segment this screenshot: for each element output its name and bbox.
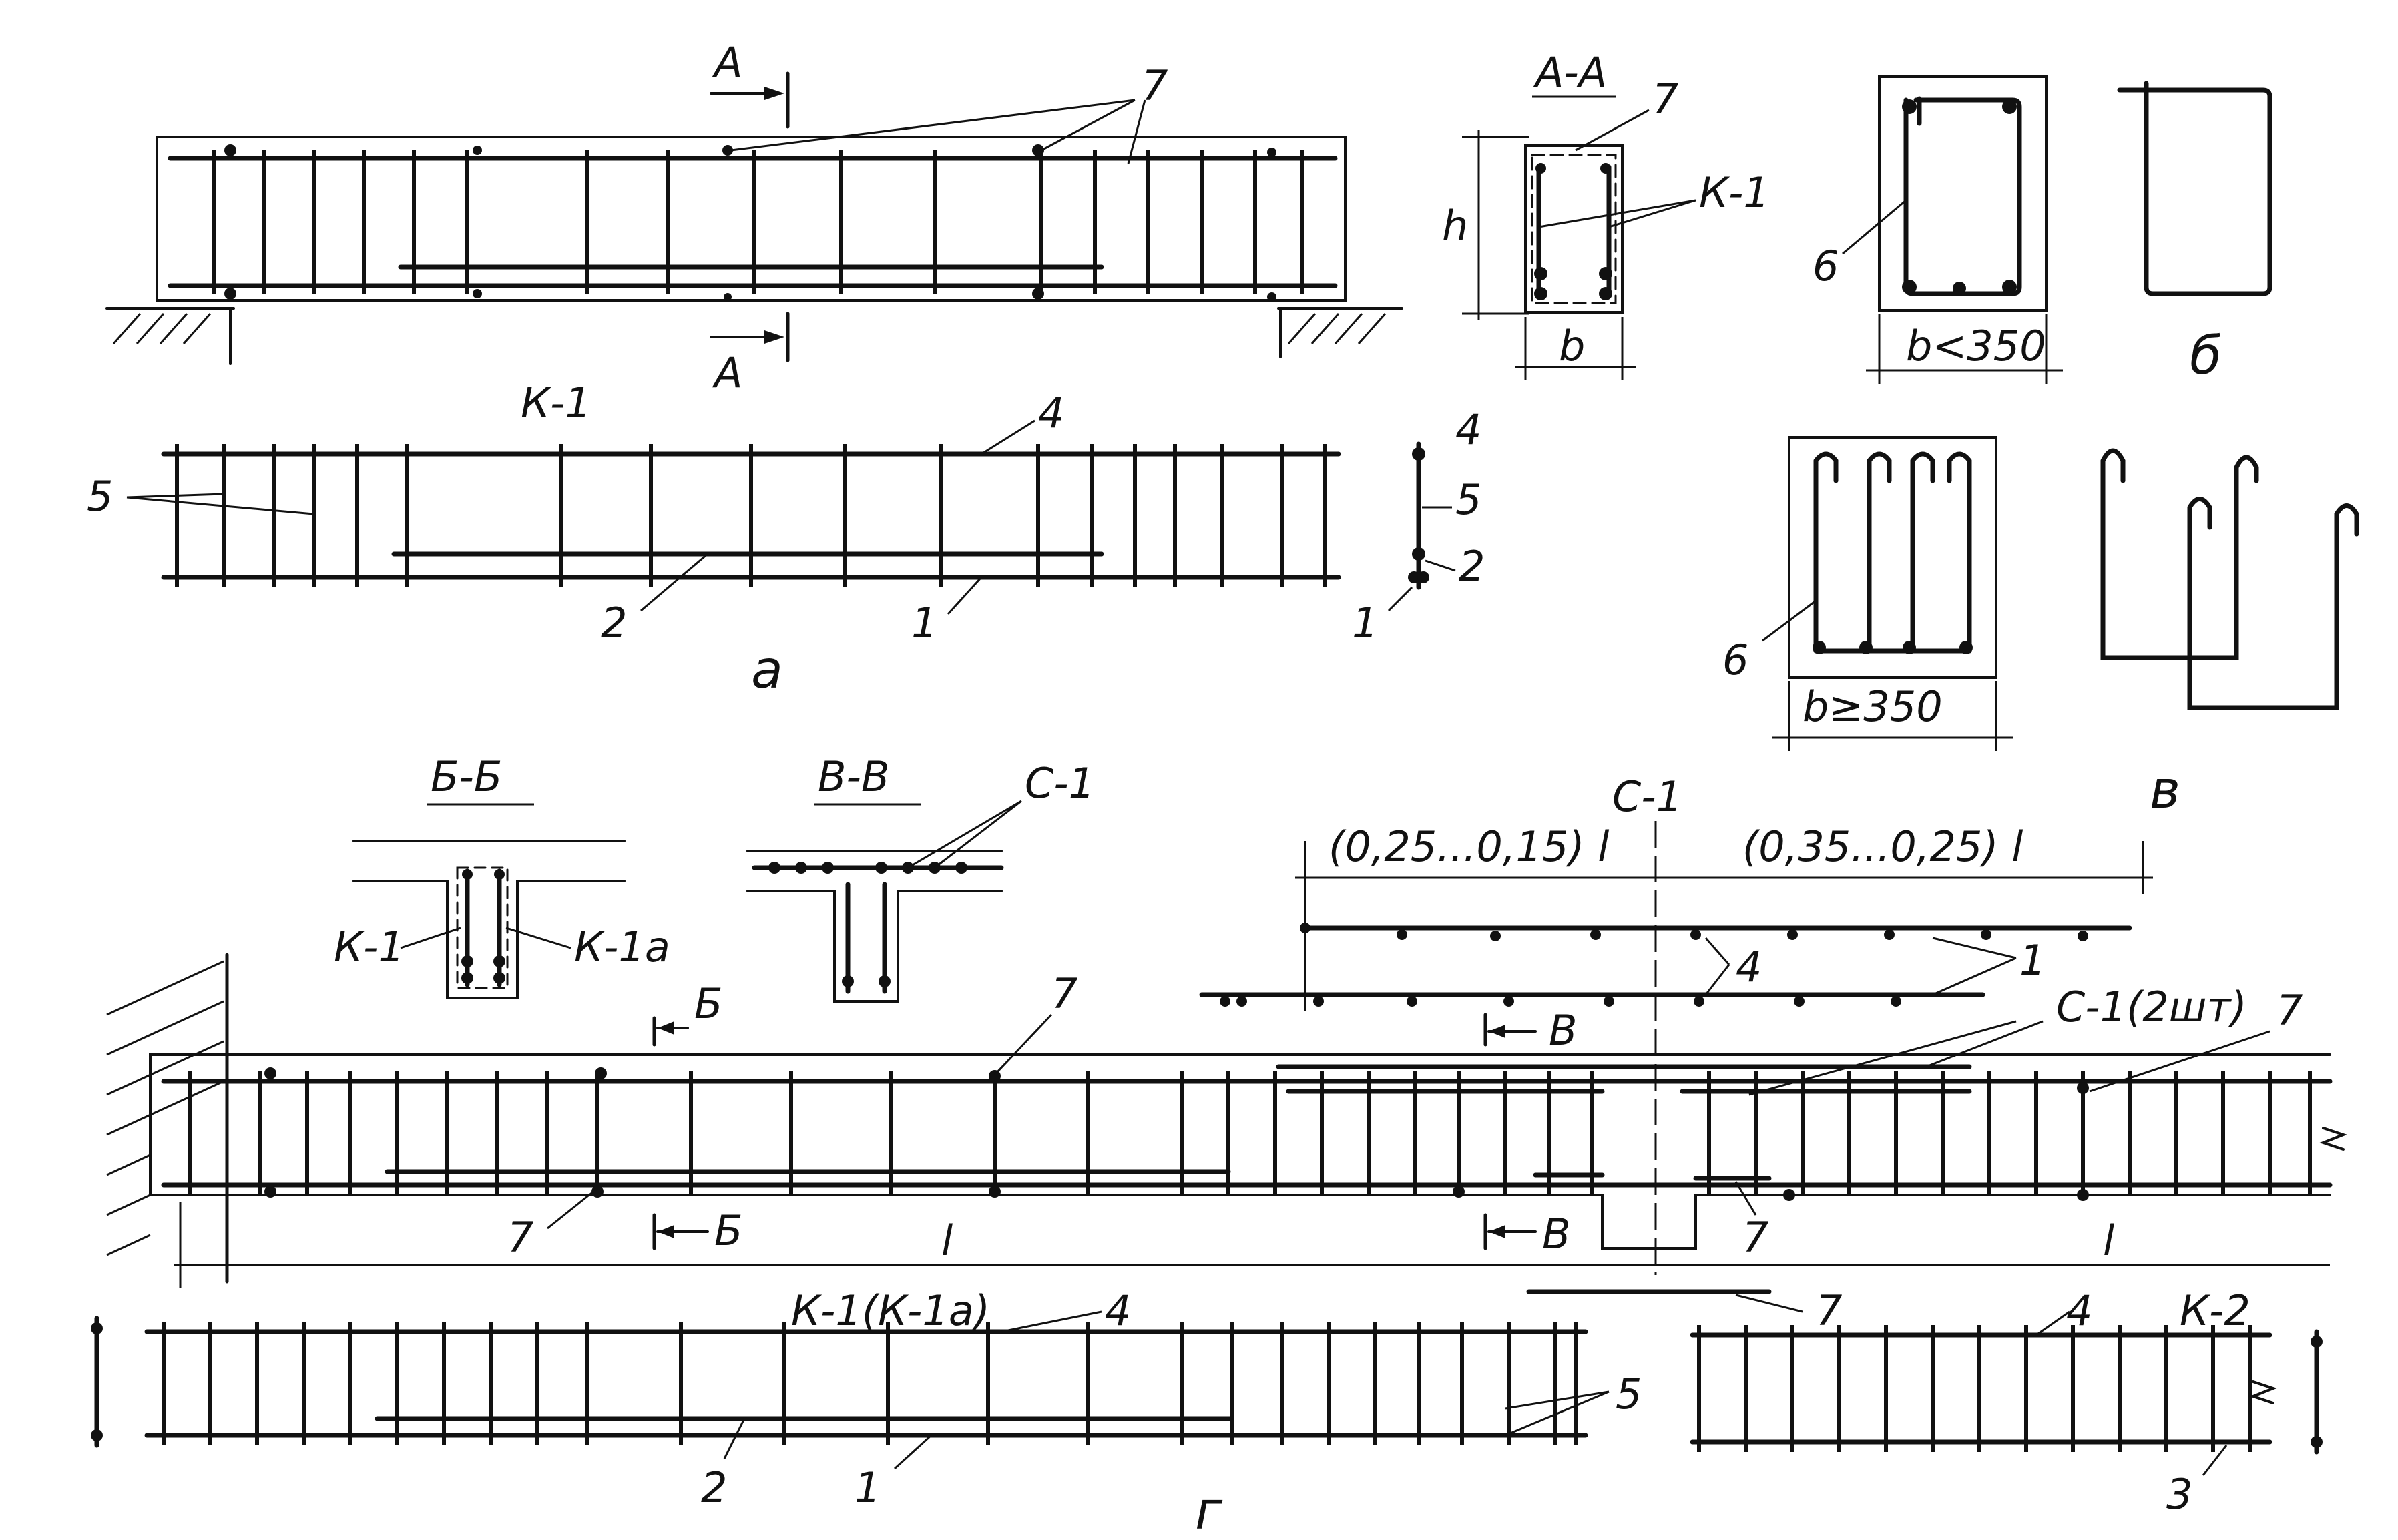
label-7-g-top: 7 (1051, 969, 1077, 1018)
section-vv-title: В-В (818, 752, 889, 801)
c1-title: С-1 (1612, 772, 1682, 821)
fig-g-label: г (1195, 1481, 1223, 1540)
section-a-markers: А А (710, 38, 790, 397)
label-4-c1: 4 (1736, 943, 1762, 991)
dim-b-ge: b≥350 (1803, 682, 1943, 731)
beam-elevation-g: 7 7 7 С-1(2шт) 7 Б Б В В (106, 953, 2347, 1335)
label-3-k2: 3 (2166, 1470, 2192, 1519)
beam-elevation-a: А А 7 (105, 38, 1403, 397)
label-5-side: 5 (1455, 475, 1481, 524)
section-aa: А-А h b 7 К-1 (1442, 48, 1770, 380)
section-b-small: 6 b<350 б (1813, 75, 2272, 387)
mesh-c1: С-1 (0,25...0,15) l (0,35...0,25) l 4 1 (1199, 772, 2153, 1275)
stirrups (212, 150, 1304, 294)
longitudinal-bar-dots (224, 144, 1276, 302)
section-v-mark-top: В (1549, 1006, 1578, 1055)
label-k1-bb: К-1 (334, 923, 405, 971)
label-7-g-bottom: 7 (507, 1213, 533, 1262)
section-aa-title: А-А (1533, 48, 1607, 97)
dim-b-lt: b<350 (1906, 322, 2046, 370)
section-b-markers: Б Б (652, 979, 743, 1255)
section-b-mark-top: Б (694, 979, 723, 1028)
section-v-mark-bottom: В (1542, 1210, 1571, 1258)
label-k1a-bb: К-1а (574, 923, 670, 971)
dim-l-right: l (2103, 1216, 2114, 1265)
label-2-a: 2 (601, 599, 627, 648)
label-c1-vv: С-1 (1025, 759, 1095, 808)
span-dimensions: l l (174, 1202, 2330, 1288)
label-6-b: 6 (1813, 242, 1839, 290)
label-6-v: 6 (1722, 635, 1748, 684)
fig-a-label: а (751, 640, 783, 700)
label-1-c1: 1 (2019, 936, 2046, 985)
section-v-markers: В В (1483, 1006, 1578, 1258)
label-2-k1k1a: 2 (701, 1463, 727, 1512)
section-bb: Б-Б К-1 К-1а (334, 752, 670, 999)
beam-outline (156, 136, 1347, 302)
k1-k1a-title: К-1(К-1а) (791, 1286, 990, 1335)
label-5-k1k1a: 5 (1616, 1370, 1642, 1419)
dim-l-left: l (941, 1216, 953, 1265)
label-1-k1k1a: 1 (855, 1463, 881, 1512)
dim-h: h (1442, 202, 1468, 250)
label-7: 7 (1142, 61, 1168, 110)
label-k1-aa: К-1 (1699, 168, 1770, 217)
section-bb-title: Б-Б (431, 752, 502, 801)
k1-title-a: К-1 (521, 378, 591, 427)
section-a-label-bottom: А (712, 348, 742, 397)
supports (105, 307, 1403, 365)
section-b-mark-bottom: Б (714, 1206, 743, 1255)
k1-side-view: 4 5 2 1 (1352, 405, 1485, 648)
section-vv: В-В С-1 (746, 752, 1095, 1003)
dim-left: (0,25...0,15) l (1329, 822, 1610, 871)
cage-k2: К-2 4 3 (1690, 1286, 2323, 1519)
leader-7-a: 7 (730, 61, 1168, 164)
label-c1-2pcs: С-1(2шт) (2056, 983, 2247, 1031)
dim-b: b (1559, 322, 1585, 370)
label-7-aa: 7 (1652, 75, 1678, 123)
label-4-k2: 4 (2066, 1286, 2092, 1335)
section-a-label-top: А (712, 38, 742, 87)
dim-right: (0,35...0,25) l (1742, 822, 2023, 871)
label-2-side: 2 (1459, 542, 1485, 591)
label-7-g-right: 7 (2276, 986, 2303, 1035)
fig-v-label: в (2150, 760, 2180, 820)
label-4-k1k1a: 4 (1105, 1286, 1131, 1335)
label-1-a: 1 (911, 599, 937, 648)
label-1-side: 1 (1352, 599, 1378, 648)
fig-b-label: б (2190, 326, 2222, 387)
cage-k1-k1a: К-1(К-1а) 4 5 2 1 г (91, 1286, 1642, 1540)
label-5-a: 5 (87, 472, 113, 521)
label-7-g-mid: 7 (1742, 1213, 1768, 1262)
section-v-wide: 6 b≥350 в (1722, 436, 2359, 820)
cage-k1-a: К-1 5 4 2 1 а 4 (87, 378, 1485, 700)
label-4-a: 4 (1038, 389, 1064, 437)
label-4-side: 4 (1455, 405, 1481, 454)
